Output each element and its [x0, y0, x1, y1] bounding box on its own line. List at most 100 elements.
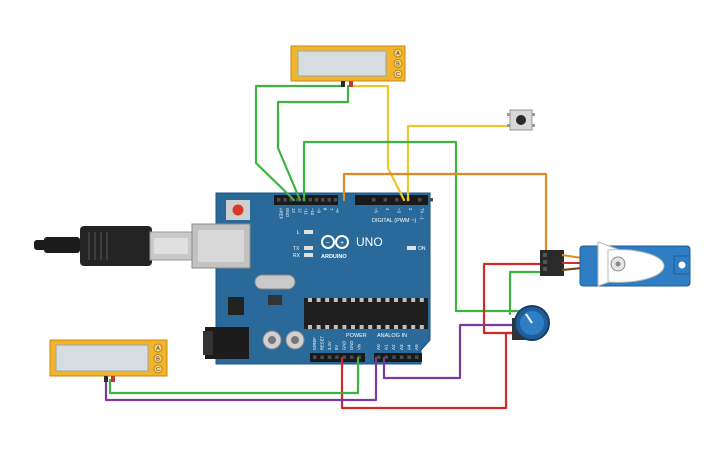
digital-pin-hole[interactable] [277, 198, 281, 202]
wire-green[interactable] [276, 84, 350, 202]
digital-pin-label: ~11 [304, 208, 309, 215]
led-rx [304, 253, 313, 257]
meter-pin-label: B [396, 62, 400, 68]
wire-purple[interactable] [104, 356, 378, 402]
analog-pin-hole[interactable] [399, 355, 404, 360]
analog-pin-hole[interactable] [384, 355, 389, 360]
digital-pin-hole[interactable] [429, 198, 434, 202]
analog-pin-hole[interactable] [392, 355, 396, 360]
digital-pin-label: ~6 [335, 208, 340, 213]
analog-pin-label: A5 [414, 344, 419, 350]
wire-red[interactable] [482, 262, 550, 335]
digital-pin-hole[interactable] [383, 198, 388, 202]
arduino-brand-text: ARDUINO [321, 254, 347, 260]
power-header-label: POWER [346, 333, 367, 339]
digital-pin-label: ~3 [397, 208, 402, 213]
analog-pin-label: A1 [384, 344, 389, 350]
digital-pin-hole[interactable] [321, 198, 325, 202]
power-pin-label: GND [342, 341, 347, 350]
wire-yellow[interactable] [406, 124, 510, 202]
digital-pin-hole[interactable] [372, 198, 376, 202]
uno-logo-text: UNO [356, 235, 383, 249]
meter-pin[interactable] [393, 59, 403, 68]
regulator [228, 297, 244, 315]
wire-green[interactable] [108, 356, 360, 395]
wire-green[interactable] [278, 108, 536, 118]
digital-pin-label: ~5 [374, 208, 379, 213]
meter-pin-label: B [156, 357, 160, 363]
wire-orange[interactable] [342, 172, 548, 254]
power-pin-label: Vin [356, 343, 361, 350]
digital-pin-hole[interactable] [395, 198, 399, 202]
svg-text:+: + [340, 240, 344, 247]
svg-text:−: − [325, 240, 329, 247]
meter-pin[interactable] [153, 364, 163, 374]
wire-green[interactable] [254, 84, 345, 202]
power-pin-hole[interactable] [313, 355, 317, 360]
digital-pin-label: GND [285, 208, 290, 217]
digital-pin-label: 8 [323, 208, 328, 211]
power-pin-hole[interactable] [357, 355, 361, 360]
pushbutton[interactable] [507, 109, 535, 131]
meter-pin-label: A [156, 346, 160, 352]
digital-pin-hole[interactable] [289, 198, 294, 202]
bottom-meter[interactable]: ABC [49, 339, 168, 382]
led-on [407, 246, 416, 250]
digital-pin-label: 13 [291, 208, 296, 213]
power-pin-hole[interactable] [342, 355, 347, 360]
led-rx-label: RX [293, 253, 301, 259]
servo-motor[interactable] [540, 241, 691, 287]
usb-cable[interactable] [34, 226, 193, 266]
digital-pin-hole[interactable] [418, 198, 422, 202]
power-pin-label: RESET [319, 336, 324, 350]
analog-pin-label: A0 [376, 344, 381, 350]
wire-green[interactable] [508, 270, 550, 316]
analog-pin-hole[interactable] [415, 355, 419, 360]
power-pin-label: IOREF [312, 337, 317, 350]
digital-pin-hole[interactable] [308, 198, 313, 202]
digital-pin-hole[interactable] [283, 198, 287, 202]
power-pin-label: GND [349, 341, 354, 350]
digital-pin-label: TX→1 [420, 208, 425, 221]
meter-pin-label: C [156, 367, 160, 373]
wire-purple[interactable] [382, 323, 522, 380]
top-meter[interactable]: ABC [290, 45, 406, 87]
power-pin-hole[interactable] [350, 355, 354, 360]
power-pin-label: 3.3V [327, 341, 332, 350]
potentiometer-knob[interactable] [512, 305, 550, 341]
digital-pin-label: AREF [279, 208, 284, 220]
led-tx [304, 246, 313, 250]
analog-pin-hole[interactable] [407, 355, 411, 360]
digital-pin-label: 12 [297, 208, 302, 213]
digital-header-label: DIGITAL (PWM ~) [372, 218, 416, 224]
power-pin-hole[interactable] [335, 355, 339, 360]
meter-pin[interactable] [393, 48, 403, 58]
digital-pin-label: RX←0 [431, 208, 436, 221]
digital-pin-hole[interactable] [333, 198, 338, 202]
digital-pin-hole[interactable] [314, 198, 319, 202]
power-pin-hole[interactable] [320, 355, 324, 360]
analog-pin-label: A3 [399, 344, 404, 350]
atmega-chip [304, 298, 428, 329]
meter-pin-label: C [396, 72, 400, 78]
digital-pin-label: ~9 [316, 208, 321, 213]
meter-pin-label: A [396, 51, 400, 57]
crystal [254, 274, 296, 290]
digital-pin-label: 7 [329, 208, 334, 211]
wire-yellow[interactable] [350, 84, 406, 202]
analog-pin-label: A4 [406, 344, 411, 350]
analog-pin-hole[interactable] [377, 355, 381, 360]
meter-pin[interactable] [153, 354, 163, 363]
digital-pin-hole[interactable] [295, 198, 300, 202]
meter-pin[interactable] [153, 343, 163, 353]
digital-pin-label: 2 [408, 208, 413, 211]
meter-pin[interactable] [393, 69, 403, 79]
wire-green[interactable] [302, 140, 524, 313]
power-pin-hole[interactable] [327, 355, 332, 360]
digital-pin-hole[interactable] [327, 198, 331, 202]
